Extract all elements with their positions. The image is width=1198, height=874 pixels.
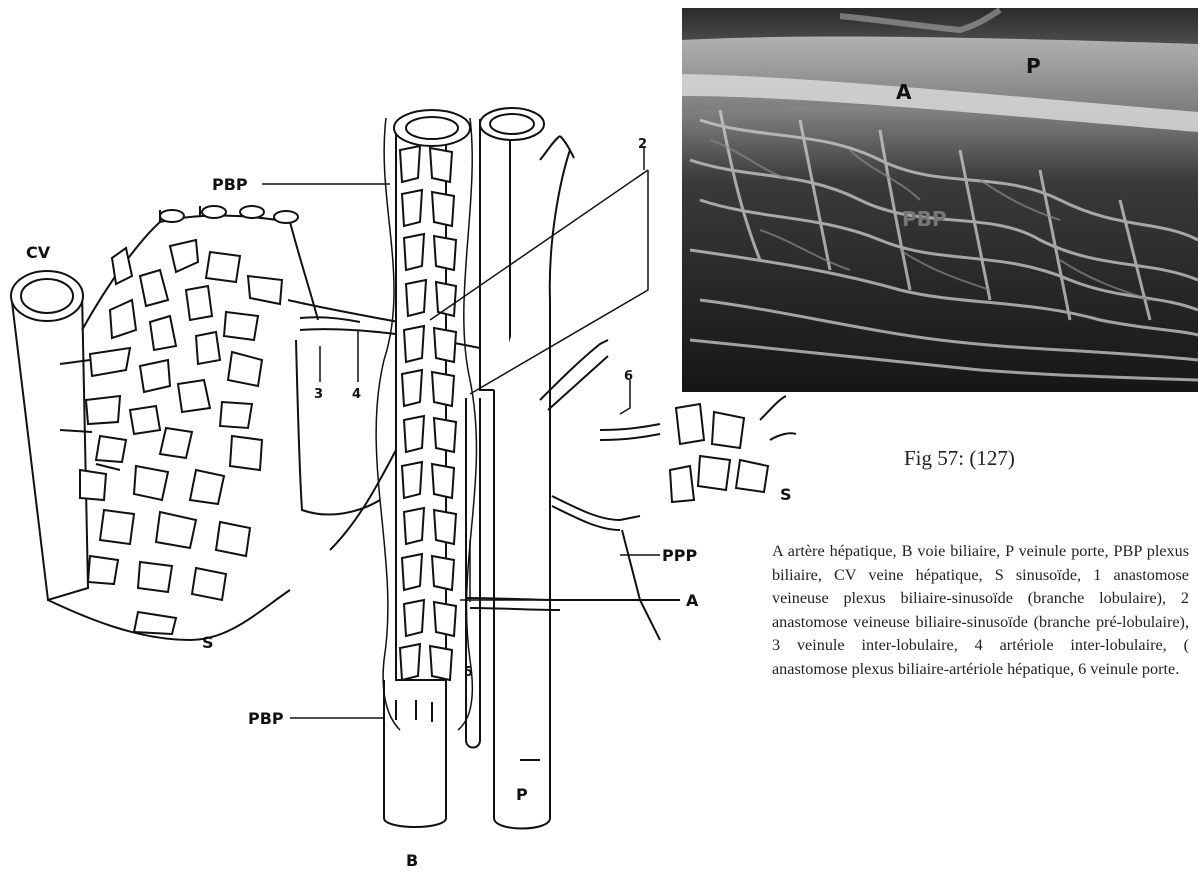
photo-label-a: A xyxy=(896,80,912,104)
figure-legend: A artère hépatique, B voie biliaire, P v… xyxy=(772,540,1189,681)
leader-lines xyxy=(262,148,680,718)
label-s-right: S xyxy=(780,485,792,504)
photo-label-p: P xyxy=(1026,54,1041,78)
figure-caption: Fig 57: (127) xyxy=(904,446,1084,471)
photo-label-pbp: PBP xyxy=(902,207,947,231)
label-a: A xyxy=(686,591,699,610)
sinusoid-network xyxy=(48,206,318,640)
label-pbp-bottom: PBP xyxy=(248,709,284,728)
label-pbp-top: PBP xyxy=(212,175,248,194)
portal-venule xyxy=(480,108,574,829)
right-sinusoids xyxy=(670,396,796,502)
label-num-4: 4 xyxy=(352,387,361,402)
sem-micrograph: A P PBP xyxy=(682,8,1198,392)
label-num-6: 6 xyxy=(624,369,633,384)
label-ppp: PPP xyxy=(662,546,697,565)
label-p: P xyxy=(516,785,528,804)
label-cv: CV xyxy=(26,243,51,262)
label-num-3: 3 xyxy=(314,387,323,402)
label-s-left: S xyxy=(202,633,214,652)
label-num-2: 2 xyxy=(638,137,647,152)
central-vein xyxy=(11,271,88,600)
label-b: B xyxy=(406,851,418,870)
label-num-5: 5 xyxy=(464,665,473,680)
